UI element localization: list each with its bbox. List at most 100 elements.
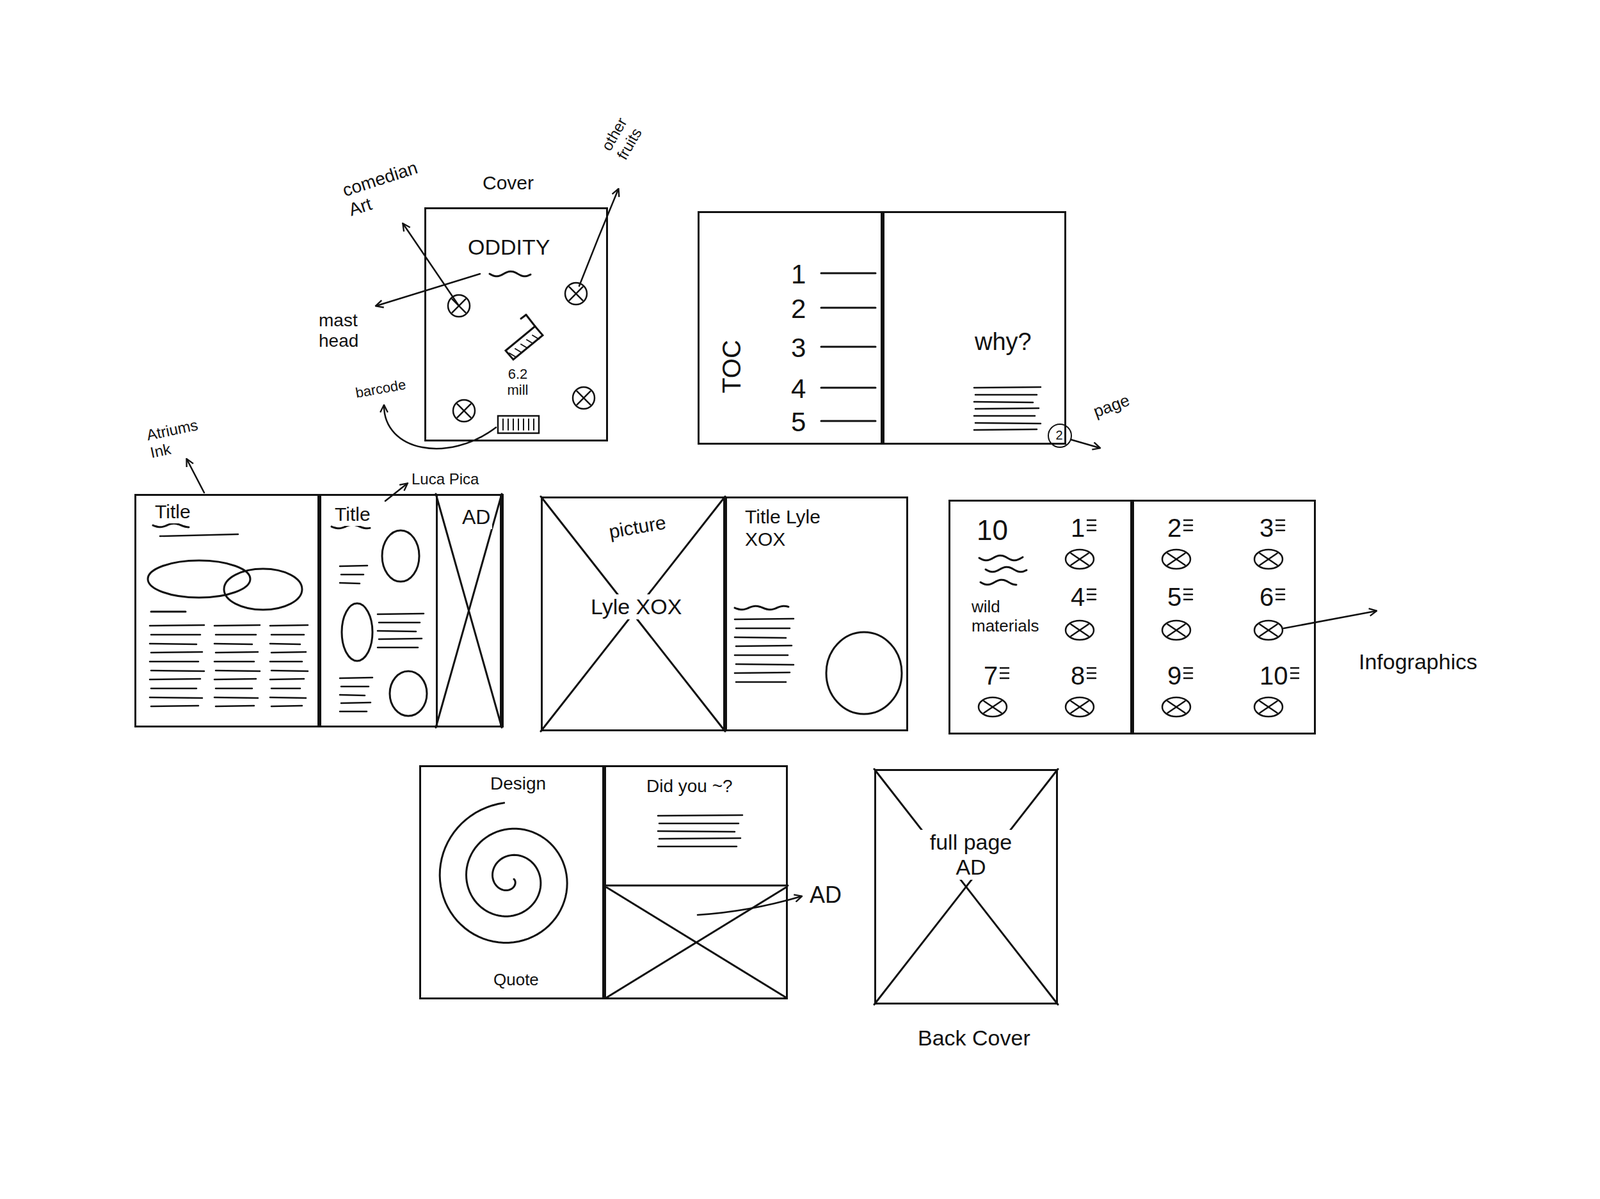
text-line (149, 679, 201, 680)
image-placeholder (1259, 701, 1277, 714)
text-line (215, 634, 256, 637)
image-placeholder (1162, 697, 1191, 717)
text-line (214, 643, 253, 645)
squiggle (734, 606, 789, 610)
text-line (734, 618, 794, 620)
image-placeholder (1070, 701, 1088, 714)
leader-arrow (1283, 611, 1376, 629)
text-line (974, 401, 1033, 403)
barcode-bar (517, 419, 520, 431)
text-line (657, 846, 737, 848)
image-placeholder (1254, 620, 1283, 640)
image-placeholder (1070, 553, 1088, 566)
page-text: 5 (789, 407, 808, 438)
text-line (378, 638, 422, 640)
list-mark (1085, 593, 1096, 596)
list-mark (1182, 667, 1193, 670)
image-shape (389, 671, 427, 717)
list-mark (1182, 524, 1193, 527)
image-placeholder (456, 403, 471, 418)
text-line (270, 661, 303, 664)
image-placeholder (1065, 697, 1094, 717)
page-text: AD (460, 505, 493, 530)
page-text: 6.2 mill (496, 366, 539, 399)
image-placeholder (1167, 553, 1185, 566)
text-line (214, 679, 256, 680)
page-box: 2why? (882, 211, 1067, 445)
list-mark (1085, 672, 1096, 675)
squiggle (152, 523, 189, 528)
leader-arrow (385, 483, 408, 502)
bottle-hatch (526, 339, 534, 344)
annotation-label: AD (807, 881, 844, 909)
annotation-label: page (1089, 390, 1135, 423)
list-mark (1274, 588, 1285, 591)
text-line (339, 583, 360, 584)
page-text: 7 (981, 661, 1000, 691)
list-mark (1182, 529, 1193, 532)
text-line (657, 815, 743, 816)
barcode-bar (507, 419, 509, 431)
squiggle (980, 579, 1017, 585)
text-line (659, 838, 741, 840)
text-line (214, 625, 260, 626)
text-line (659, 823, 739, 825)
placeholder-cross (874, 769, 1058, 1005)
bottle-hatch (532, 335, 539, 340)
text-line (339, 677, 373, 679)
image-placeholder (1070, 624, 1088, 637)
placeholder-cross (874, 769, 1058, 1005)
image-placeholder (1259, 624, 1277, 637)
placeholder-cross (540, 496, 726, 732)
list-mark (1274, 599, 1285, 601)
page-box: pictureLyle XOX (540, 496, 726, 732)
list-mark (1274, 519, 1285, 522)
annotation-label: mast head (316, 310, 379, 352)
annotation-label: Atriums Ink (143, 412, 224, 463)
image-placeholder (576, 391, 591, 405)
squiggle (489, 271, 531, 277)
list-mark (1085, 524, 1096, 527)
page-text: Title (332, 503, 373, 527)
annotation-label: Infographics (1356, 649, 1480, 675)
list-mark (1085, 529, 1096, 532)
list-mark (1085, 599, 1096, 601)
image-placeholder (1254, 549, 1283, 569)
text-line (377, 631, 416, 632)
page-text: 4 (789, 373, 808, 405)
list-mark (1085, 588, 1096, 591)
page-text: 10 (1257, 661, 1291, 691)
placeholder-cross (606, 887, 786, 998)
text-line (215, 652, 258, 653)
leader-arrow (376, 273, 480, 306)
list-mark (1182, 599, 1193, 601)
list-mark (1182, 672, 1193, 675)
page-heading: Back Cover (915, 1025, 1033, 1051)
list-mark (1085, 677, 1096, 680)
page-text: ODDITY (465, 234, 552, 260)
page-text: Title (152, 501, 193, 524)
image-placeholder (453, 400, 475, 422)
image-placeholder (1167, 701, 1185, 714)
page-text: wild materials (969, 597, 1064, 637)
annotation-label: Luca Pica (409, 470, 481, 489)
text-line (214, 661, 255, 664)
page-number-circle: 2 (1047, 423, 1072, 448)
page-box: Did you ~? (604, 765, 788, 1000)
list-mark (1182, 677, 1193, 680)
image-placeholder (1254, 697, 1283, 717)
text-line (151, 688, 197, 690)
image-placeholder (1167, 701, 1185, 714)
text-line (270, 643, 301, 645)
toc-entry-line (821, 307, 876, 310)
page-text: full page AD (914, 830, 1028, 880)
page-box: AD (435, 494, 504, 728)
image-placeholder (572, 387, 595, 409)
list-mark (1274, 529, 1285, 532)
image-placeholder (1259, 553, 1277, 566)
page-box: Title (134, 494, 320, 728)
image-placeholder (1070, 701, 1088, 714)
text-line (271, 670, 308, 672)
page-text: picture (605, 511, 671, 544)
bottle-neck (526, 314, 536, 327)
